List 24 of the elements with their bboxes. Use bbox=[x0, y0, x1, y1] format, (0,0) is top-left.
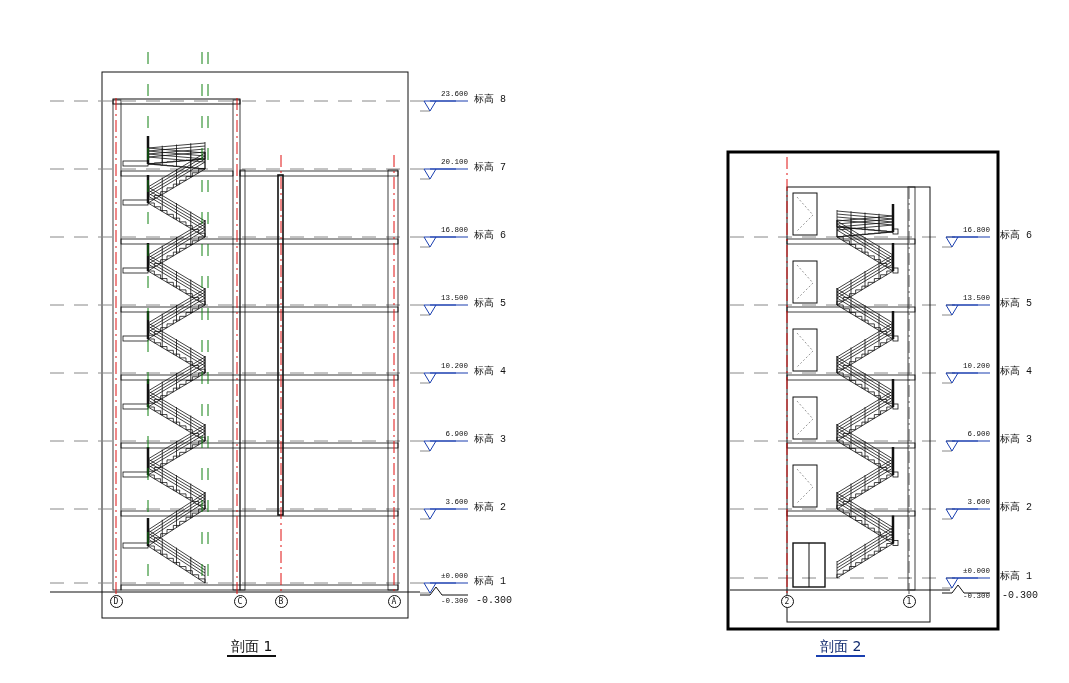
level-label: 标高 8 bbox=[474, 95, 506, 105]
level-label: 标高 6 bbox=[1000, 231, 1032, 241]
level-label: 标高 4 bbox=[1000, 367, 1032, 377]
section-title: 剖面 1 bbox=[227, 637, 277, 657]
level-label: 标高 3 bbox=[1000, 435, 1032, 445]
level-label: 标高 2 bbox=[1000, 503, 1032, 513]
level-label: 标高 7 bbox=[474, 163, 506, 173]
level-label: 标高 6 bbox=[474, 231, 506, 241]
grid-axis-bubble: 2 bbox=[780, 594, 794, 608]
section-title: 剖面 2 bbox=[816, 637, 866, 657]
level-label: 标高 3 bbox=[474, 435, 506, 445]
level-label: 标高 4 bbox=[474, 367, 506, 377]
level-label: 标高 2 bbox=[474, 503, 506, 513]
level-label: -0.300 bbox=[1002, 591, 1038, 601]
level-label: 标高 1 bbox=[1000, 572, 1032, 582]
grid-axis-bubble: 1 bbox=[902, 594, 916, 608]
level-label: 标高 1 bbox=[474, 577, 506, 587]
grid-axis-bubble: A bbox=[387, 594, 401, 608]
grid-axis-bubble: B bbox=[274, 594, 288, 608]
level-label: -0.300 bbox=[476, 596, 512, 606]
grid-axis-bubble: C bbox=[233, 594, 247, 608]
grid-axis-bubble: D bbox=[109, 594, 123, 608]
level-label: 标高 5 bbox=[1000, 299, 1032, 309]
level-label: 标高 5 bbox=[474, 299, 506, 309]
